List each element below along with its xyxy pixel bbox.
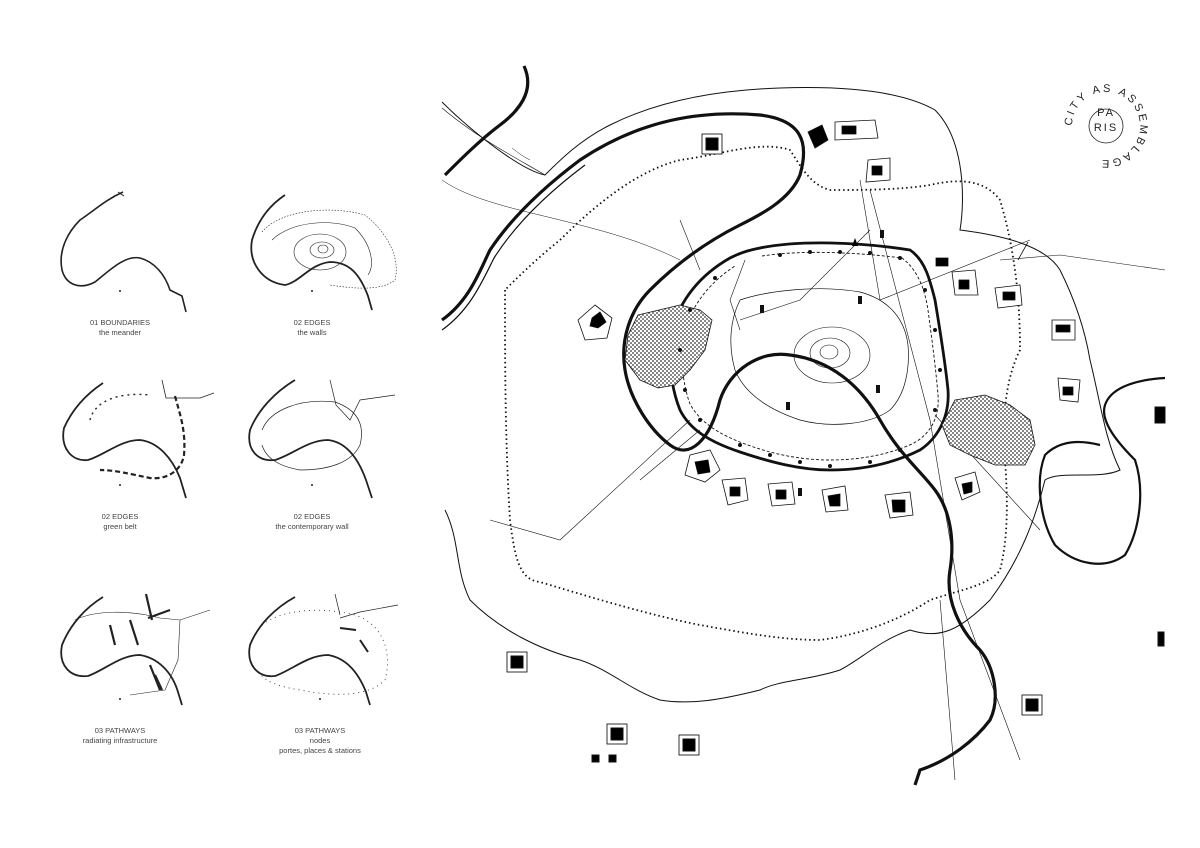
caption-radiating-infrastructure: 03 PATHWAYS radiating infrastructure	[40, 698, 200, 746]
thumb-meander	[60, 191, 187, 313]
peripherique	[668, 241, 950, 472]
thumb-contemporary-wall	[248, 379, 396, 499]
stamp-ring: CITY AS ASSEMBLAGE	[1063, 83, 1147, 169]
fort-square	[701, 133, 723, 155]
caption-title: 02 EDGES	[101, 512, 139, 521]
green-belt-dotted	[504, 145, 1021, 641]
caption-title: 02 EDGES	[293, 512, 331, 521]
caption-subtitle: green belt	[103, 522, 137, 531]
caption-subtitle-2: portes, places & stations	[279, 746, 361, 755]
caption-title: 03 PATHWAYS	[294, 726, 346, 735]
stamp-center-ris: RIS	[1093, 122, 1119, 134]
thumb-walls	[250, 194, 397, 311]
caption-subtitle: radiating infrastructure	[82, 736, 158, 745]
caption-boundaries: 01 BOUNDARIES the meander	[40, 290, 200, 338]
caption-title: 02 EDGES	[293, 318, 331, 327]
caption-subtitle: the contemporary wall	[275, 522, 349, 531]
thumb-green-belt	[62, 379, 215, 499]
caption-subtitle: nodes	[309, 736, 331, 745]
caption-subtitle: the walls	[297, 328, 327, 337]
big-map	[441, 65, 1166, 786]
stamp-center-pa: PA	[1097, 107, 1115, 119]
caption-subtitle: the meander	[98, 328, 142, 337]
bois-de-boulogne	[624, 304, 713, 389]
bois-de-vincennes	[941, 394, 1036, 466]
seine-river	[441, 65, 997, 786]
thumb-nodes	[248, 593, 399, 706]
city-as-assemblage-stamp: CITY AS ASSEMBLAGE PA RIS	[1060, 80, 1152, 172]
caption-green-belt: 02 EDGES green belt	[40, 484, 200, 532]
caption-title: 01 BOUNDARIES	[89, 318, 151, 327]
thumb-radiating-infrastructure	[60, 593, 211, 706]
caption-title: 03 PATHWAYS	[94, 726, 146, 735]
caption-nodes: 03 PATHWAYS nodes portes, places & stati…	[240, 698, 400, 756]
caption-contemporary-wall: 02 EDGES the contemporary wall	[232, 484, 392, 532]
outer-boundary	[441, 87, 1121, 703]
caption-walls: 02 EDGES the walls	[232, 290, 392, 338]
